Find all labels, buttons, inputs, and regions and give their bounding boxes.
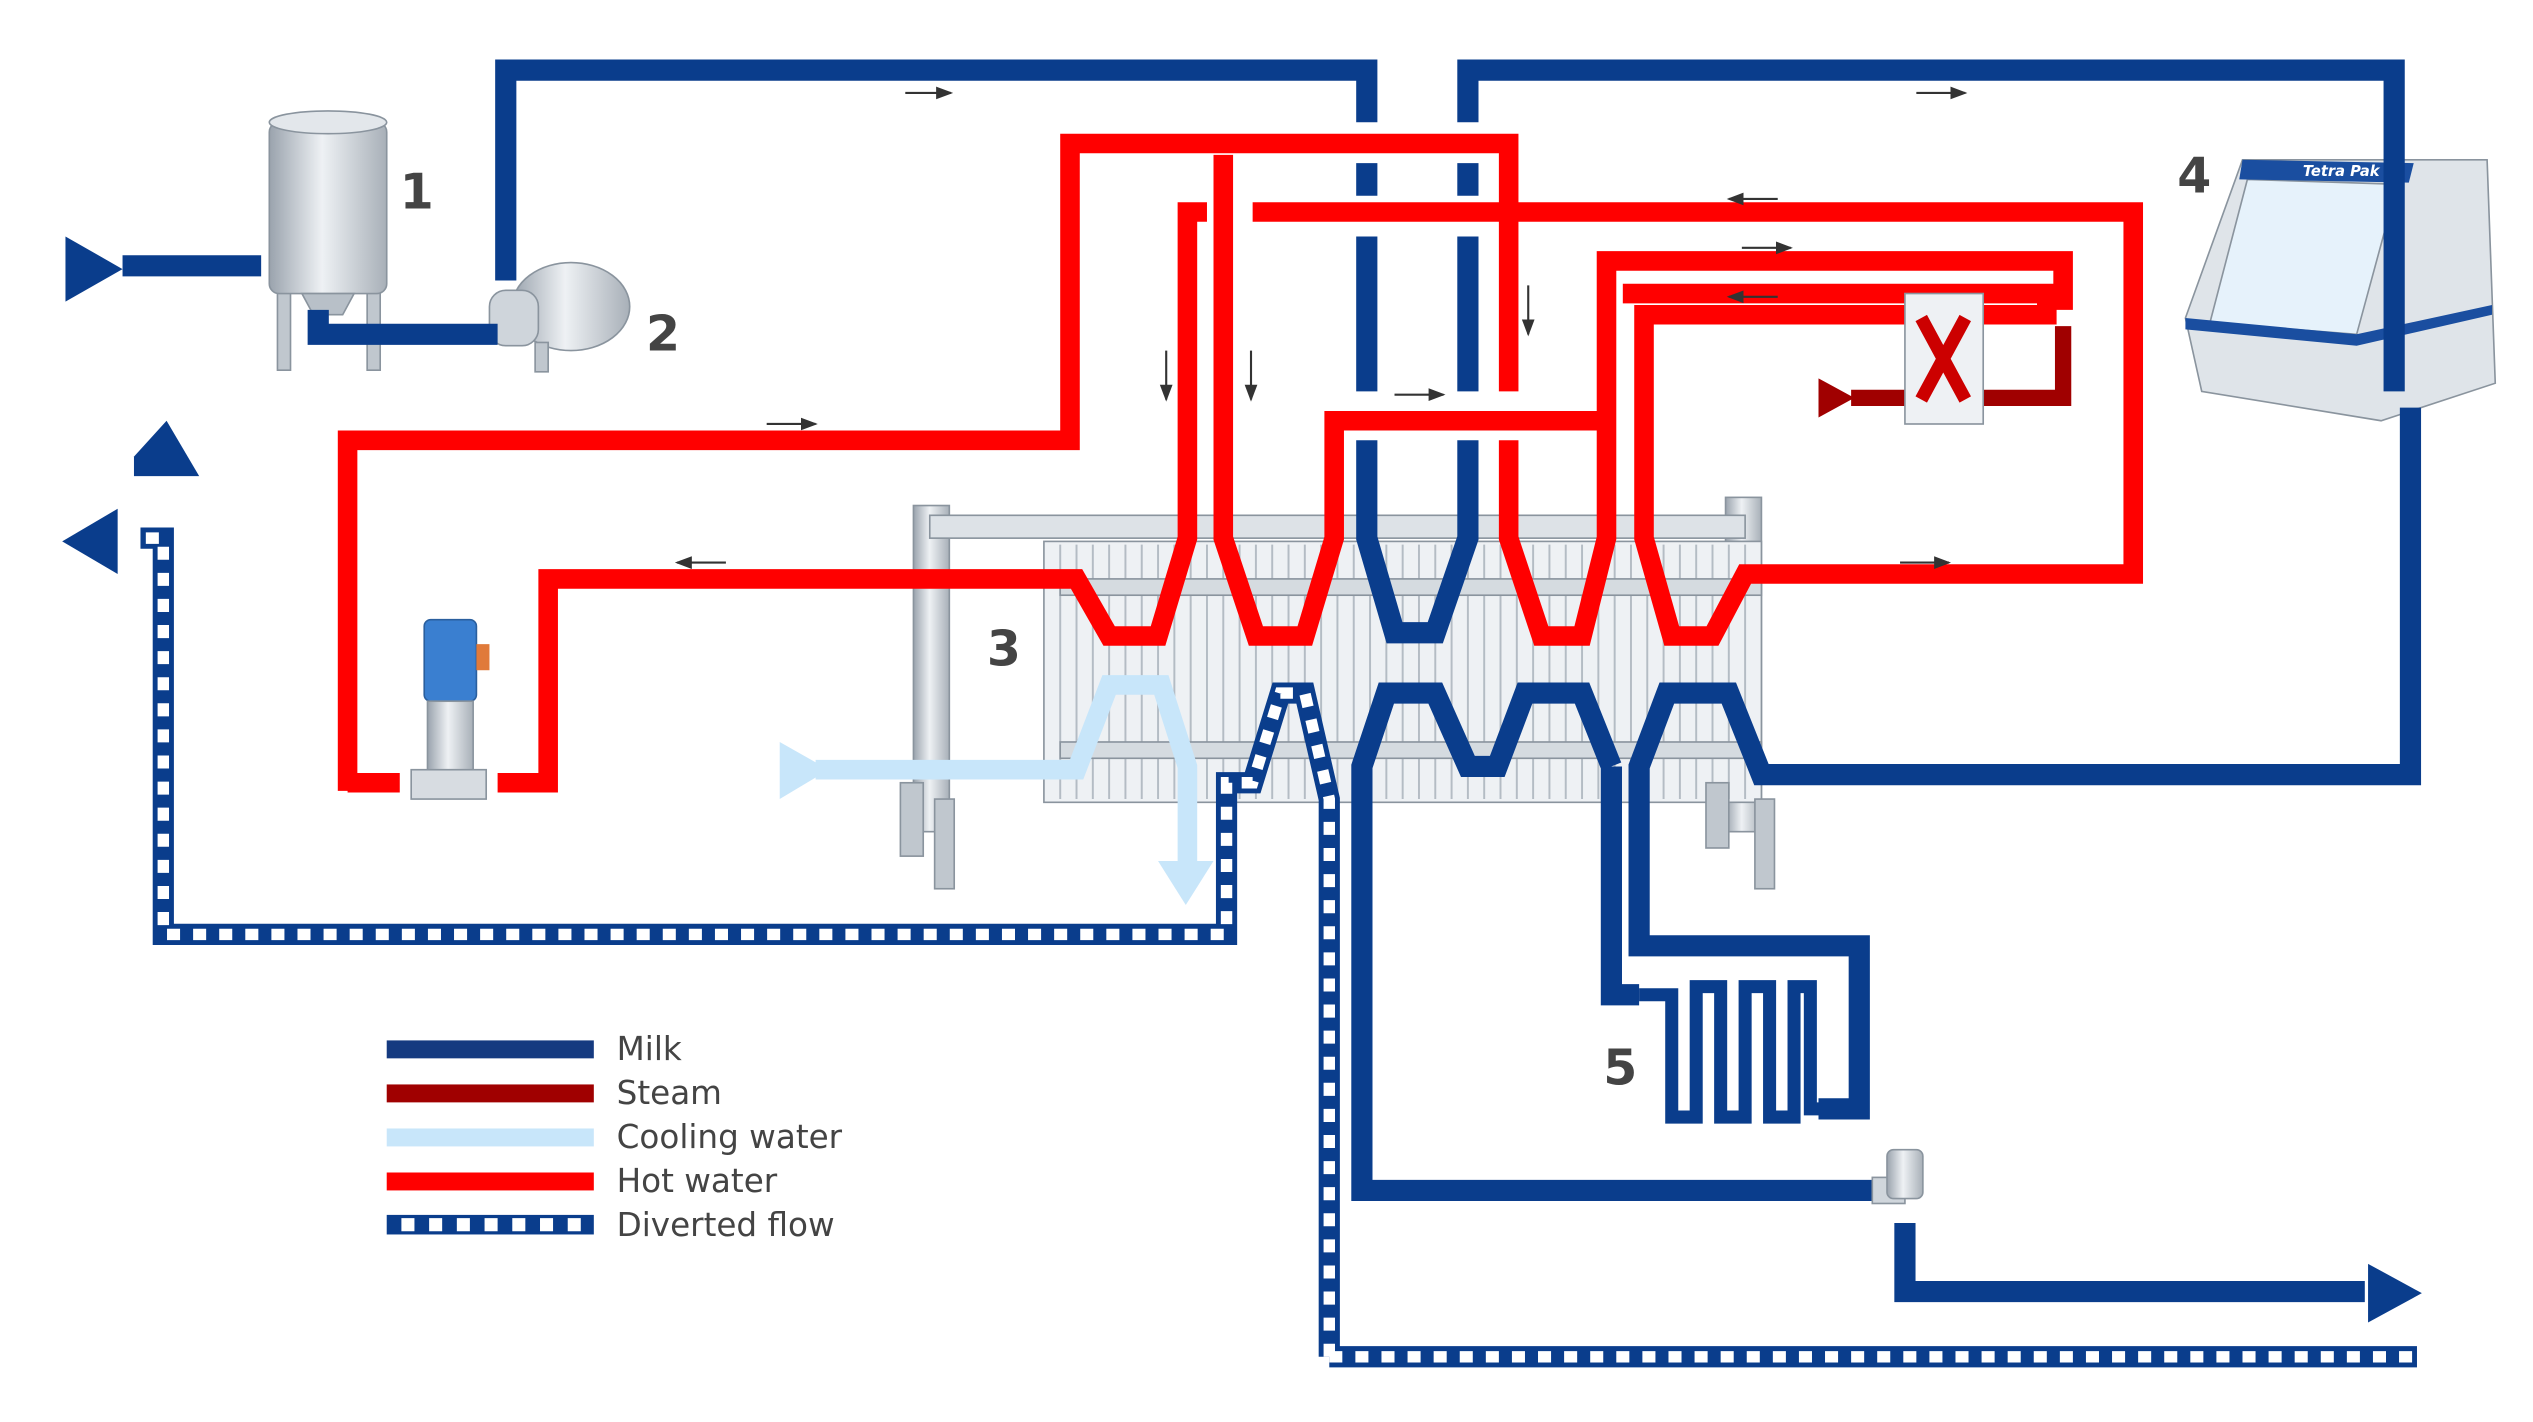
- legend-swatch-cooling-water: [386, 1128, 594, 1147]
- flow-diversion-valve: [1871, 1148, 1924, 1205]
- legend-label-diverted-flow: Diverted flow: [617, 1206, 835, 1244]
- steam-pipe: [1818, 292, 2072, 425]
- booster-pump: [410, 618, 490, 800]
- cooling-outlet-arrow-icon: [1158, 861, 1214, 906]
- label-pump: 2: [646, 306, 680, 363]
- legend-label-milk: Milk: [617, 1030, 682, 1068]
- balance-tank: [268, 110, 388, 371]
- diverted-up-arrow-icon: [133, 420, 200, 477]
- steam-inlet-arrow-icon: [1818, 378, 1855, 418]
- diverted-flow-pipes: [62, 420, 2417, 1368]
- holding-tube: [1639, 980, 1843, 1124]
- tetra-pak-logo: Tetra Pak: [2303, 163, 2381, 180]
- legend: Milk Steam Cooling water Hot water Diver…: [386, 1030, 843, 1244]
- label-control-unit: 4: [2177, 147, 2211, 204]
- diverted-left-arrow-icon: [62, 508, 118, 575]
- legend-label-cooling-water: Cooling water: [617, 1118, 843, 1156]
- hot-water-pipes: [337, 133, 2144, 793]
- legend-label-steam: Steam: [617, 1074, 722, 1112]
- legend-label-hot-water: Hot water: [617, 1162, 778, 1200]
- flow-direction-arrows: [674, 86, 1968, 569]
- label-holding-tube: 5: [1603, 1039, 1637, 1096]
- legend-swatch-milk: [386, 1040, 594, 1059]
- control-unit: Tetra Pak: [2184, 158, 2497, 422]
- label-heat-exchanger: 3: [987, 620, 1021, 677]
- legend-swatch-steam: [386, 1084, 594, 1103]
- legend-swatch-hot-water: [386, 1172, 594, 1191]
- centrifugal-pump: [488, 261, 631, 373]
- label-tank: 1: [400, 164, 434, 221]
- cooling-inlet-arrow-icon: [779, 741, 829, 800]
- milk-inlet-arrow-icon: [65, 236, 123, 302]
- cooling-water-pipe: [779, 675, 1214, 906]
- milk-pipes: [122, 59, 2422, 1303]
- milk-outlet-arrow-icon: [2368, 1263, 2422, 1323]
